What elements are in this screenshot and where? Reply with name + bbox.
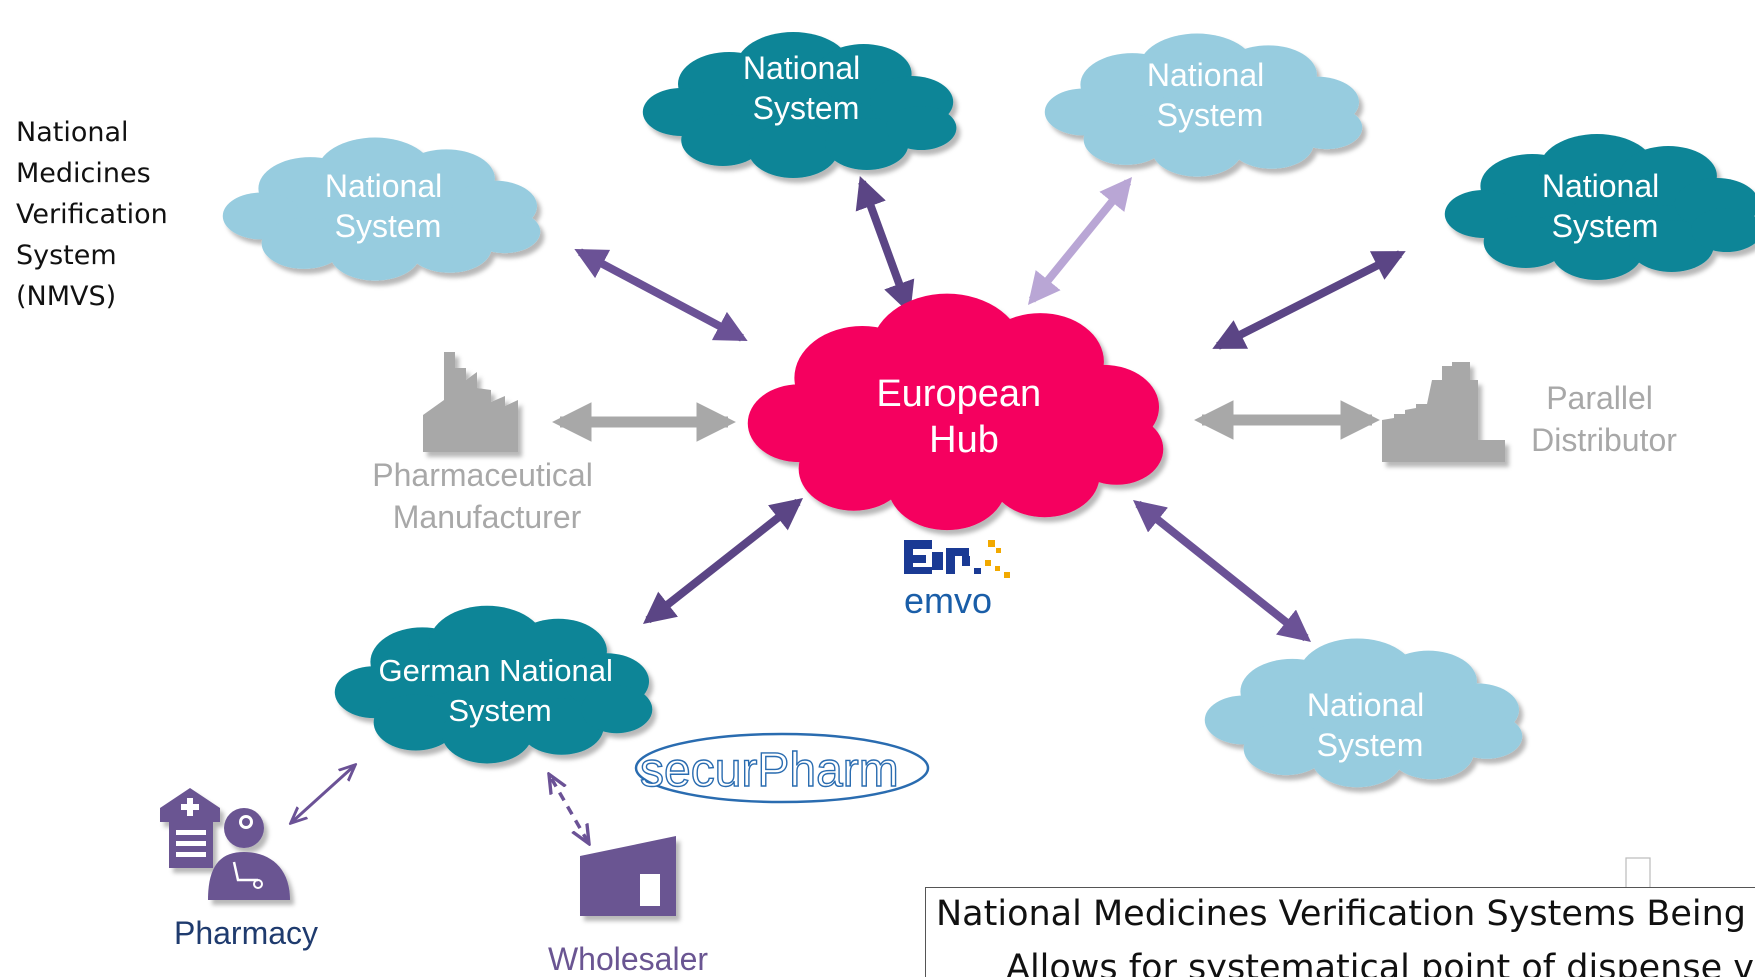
cloud-german-label: German National System	[379, 653, 622, 728]
arrow-right-system-hub	[1212, 250, 1406, 350]
nmvs-line: (NMVS)	[16, 281, 117, 312]
factory-icon	[423, 352, 518, 452]
note-line-1: National Medicines Verification Systems …	[936, 894, 1747, 934]
nmvs-line: Medicines	[16, 158, 151, 189]
arrow-wholesaler-german	[550, 776, 588, 842]
hub-label: European Hub	[876, 373, 1051, 461]
cloud-right-label: National System	[1542, 168, 1668, 244]
wholesaler-label: Wholesaler	[548, 941, 708, 977]
note-text-box[interactable]: National Medicines Verification Systems …	[925, 887, 1755, 977]
cloud-bottom-right-label: National System	[1307, 687, 1433, 763]
manufacturer-label: Pharmaceutical Manufacturer	[372, 457, 601, 535]
arrow-left-system-hub	[574, 248, 748, 342]
cloud-top-right	[1044, 33, 1363, 177]
arrow-topright-hub	[1027, 177, 1133, 305]
arrow-german-hub	[642, 498, 804, 624]
factory-icon	[1382, 362, 1505, 462]
emvo-logo: emvo	[904, 540, 1010, 621]
nmvs-line: System	[16, 240, 117, 271]
parallel-distributor-label: Parallel Distributor	[1531, 380, 1677, 458]
pharmacy-icon	[160, 788, 290, 900]
cloud-left-label: National System	[325, 168, 451, 244]
cloud-top-center	[642, 32, 957, 178]
cloud-european-hub	[747, 293, 1164, 531]
arrow-topcenter-hub	[855, 175, 915, 315]
warehouse-icon	[580, 836, 676, 916]
cloud-top-right-label: National System	[1147, 57, 1273, 133]
text-cursor-marker	[1625, 857, 1651, 889]
arrow-pharmacy-german	[292, 766, 354, 822]
securpharm-logo: securPharm	[634, 732, 930, 804]
cloud-left	[222, 137, 541, 281]
nmvs-line: Verification	[16, 199, 168, 230]
connector-arrows	[292, 175, 1406, 842]
emvo-text: emvo	[904, 580, 992, 621]
cloud-bottom-right	[1204, 638, 1523, 788]
nmvs-side-label: National Medicines Verification System (…	[16, 112, 186, 317]
note-line-2: Allows for systematical point of dispens…	[1006, 948, 1754, 977]
nmvs-line: National	[16, 117, 129, 148]
cloud-german-national	[334, 605, 653, 764]
pharmacy-label: Pharmacy	[174, 915, 318, 951]
securpharm-text: securPharm	[640, 744, 899, 797]
cloud-right	[1444, 134, 1755, 280]
arrow-hub-bottomright	[1132, 500, 1312, 642]
cloud-top-center-label: National System	[743, 50, 869, 126]
